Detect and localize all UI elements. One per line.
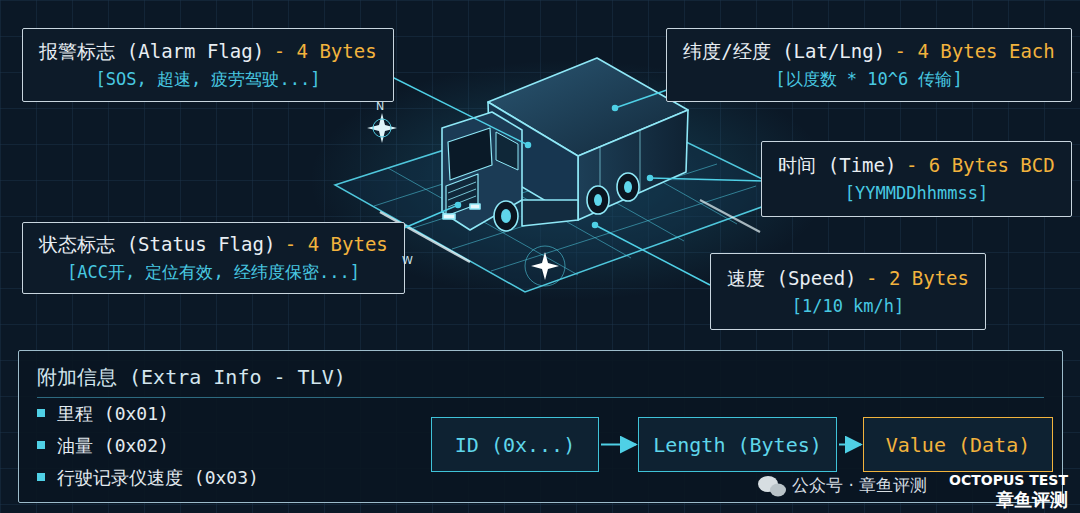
alarm-flag-box: 报警标志 (Alarm Flag) - 4 Bytes [SOS, 超速, 疲劳驾驶… xyxy=(22,28,394,102)
callout-text: 纬度/经度 (Lat/Lng) - 4 Bytes Each [以度数 * 10^6… xyxy=(683,38,1055,92)
wechat-icon xyxy=(770,484,786,497)
truck-illustration xyxy=(578,110,688,220)
truck-illustration xyxy=(501,209,511,223)
leader-line xyxy=(595,225,710,285)
compass-symbol xyxy=(373,119,391,137)
compass-letter: W xyxy=(402,254,413,267)
time-box: 时间 (Time) - 6 Bytes BCD [YYMMDDhhmmss] xyxy=(761,141,1072,217)
tlv-id-box: ID (0x...) xyxy=(431,417,599,472)
watermark: OCTOPUS TEST xyxy=(949,472,1068,488)
tlv-value-box: Value (Data) xyxy=(863,417,1053,472)
tlv-field: ID (0x...) xyxy=(455,433,575,457)
truck-illustration xyxy=(448,182,476,193)
truck-illustration xyxy=(448,189,476,200)
field-detail: [1/10 km/h] xyxy=(727,293,969,319)
truck-illustration xyxy=(448,128,492,180)
leader-line xyxy=(593,223,598,228)
callout-line: 速度 (Speed) - 2 Bytes xyxy=(727,265,969,291)
truck-illustration xyxy=(594,194,602,206)
field-detail: [ACC开, 定位有效, 经纬度保密...] xyxy=(39,259,388,285)
field-name: 状态标志 (Status Flag) xyxy=(39,233,275,255)
tlv-field: Length (Bytes) xyxy=(653,433,822,457)
truck-illustration xyxy=(639,130,641,192)
panel-heading: 附加信息 (Extra Info - TLV) xyxy=(37,363,1044,398)
field-detail: [YYMMDDhhmmss] xyxy=(778,180,1054,206)
status-flag-box: 状态标志 (Status Flag) - 4 Bytes [ACC开, 定位有效, … xyxy=(22,222,405,294)
truck-illustration xyxy=(617,173,639,201)
field-name: 速度 (Speed) xyxy=(727,267,857,289)
truck-illustration xyxy=(624,181,632,193)
byte-size: - 4 Bytes xyxy=(274,40,377,62)
byte-size: - 4 Bytes xyxy=(285,233,388,255)
leader-line xyxy=(526,143,531,148)
truck-illustration xyxy=(587,186,609,214)
compass-symbol xyxy=(531,252,559,280)
watermark: 公众号 · 章鱼评测 xyxy=(792,475,927,495)
watermark: 章鱼评测 xyxy=(996,489,1068,510)
truck-illustration xyxy=(522,200,578,226)
byte-size: - 6 Bytes BCD xyxy=(906,154,1055,176)
leader-line xyxy=(613,106,618,111)
list-text: 里程 (0x01) xyxy=(57,403,169,424)
truck-illustration xyxy=(470,204,480,209)
list-text: 油量 (0x02) xyxy=(57,435,169,456)
panel-ground xyxy=(18,350,1063,503)
field-name: 报警标志 (Alarm Flag) xyxy=(39,40,264,62)
tlv-length-box: Length (Bytes) xyxy=(638,417,837,472)
wechat-icon xyxy=(758,476,786,497)
callout-text: 速度 (Speed) - 2 Bytes [1/10 km/h] xyxy=(727,265,969,319)
compass-symbol xyxy=(525,246,565,286)
list-text: 行驶记录仪速度 (0x03) xyxy=(57,467,259,488)
truck-illustration xyxy=(442,112,522,230)
leader-line xyxy=(456,203,461,208)
flow-arrow xyxy=(839,444,861,446)
field-name: 时间 (Time) xyxy=(778,154,896,176)
bullet-mark xyxy=(37,473,45,481)
callout-text: 状态标志 (Status Flag) - 4 Bytes [ACC开, 定位有效, … xyxy=(39,231,388,285)
ground-plane xyxy=(700,200,760,232)
truck-illustration xyxy=(442,58,688,231)
callout-text: 报警标志 (Alarm Flag) - 4 Bytes [SOS, 超速, 疲劳驾驶… xyxy=(39,38,376,92)
leader-line xyxy=(648,176,653,181)
truck-illustration xyxy=(443,214,455,219)
truck-illustration xyxy=(494,201,518,231)
compass-symbol xyxy=(367,113,397,143)
flow-arrow xyxy=(601,444,636,446)
field-detail: [以度数 * 10^6 传输] xyxy=(683,66,1055,92)
speed-box: 速度 (Speed) - 2 Bytes [1/10 km/h] xyxy=(710,253,986,330)
bullet-mark xyxy=(37,409,45,417)
compass-letter: N xyxy=(376,100,384,113)
byte-size: - 4 Bytes Each xyxy=(895,40,1055,62)
callout-line: 状态标志 (Status Flag) - 4 Bytes xyxy=(39,231,388,257)
compass-symbol xyxy=(367,113,397,143)
field-name: 纬度/经度 (Lat/Lng) xyxy=(683,40,885,62)
bullet-mark xyxy=(37,441,45,449)
callout-line: 报警标志 (Alarm Flag) - 4 Bytes xyxy=(39,38,376,64)
lat-lng-box: 纬度/经度 (Lat/Lng) - 4 Bytes Each [以度数 * 10^6… xyxy=(666,28,1072,102)
callout-line: 纬度/经度 (Lat/Lng) - 4 Bytes Each xyxy=(683,38,1055,64)
field-detail: [SOS, 超速, 疲劳驾驶...] xyxy=(39,66,376,92)
byte-size: - 2 Bytes xyxy=(866,267,969,289)
tlv-field: Value (Data) xyxy=(886,433,1031,457)
compass-symbol xyxy=(525,246,565,286)
callout-line: 时间 (Time) - 6 Bytes BCD xyxy=(778,152,1054,178)
callout-text: 时间 (Time) - 6 Bytes BCD [YYMMDDhhmmss] xyxy=(778,152,1054,206)
